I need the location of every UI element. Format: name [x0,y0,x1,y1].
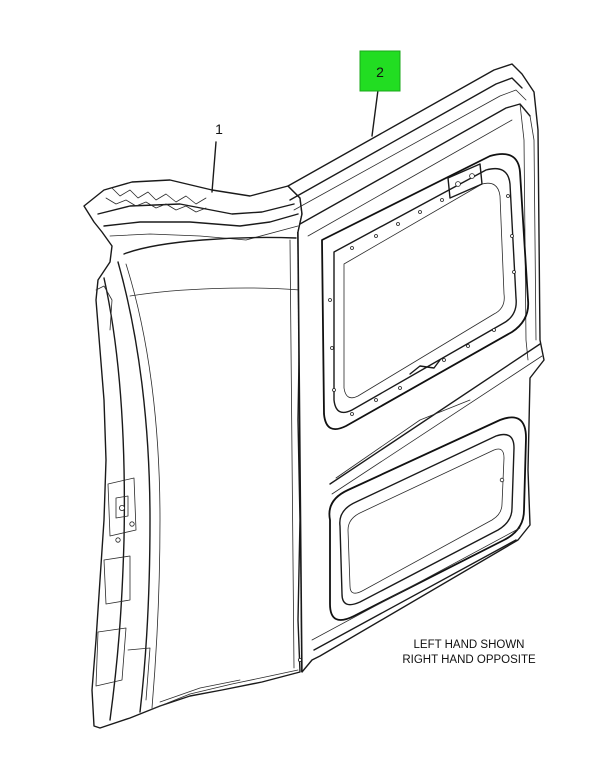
lower-panel-opening [328,416,527,621]
leader-line-2 [371,89,379,137]
note-line-1: LEFT HAND SHOWN [414,639,525,651]
callout-1-label[interactable]: 1 [215,121,223,137]
note-line-2: RIGHT HAND OPPOSITE [402,654,536,666]
leader-line-1 [211,141,217,193]
part-1-rear-corner-panel [83,179,313,729]
callout-2-highlight-box[interactable] [359,50,401,92]
callout-2-label[interactable]: 2 [376,64,384,80]
callout-2[interactable]: 2 [359,50,401,92]
part-2-side-panel [287,63,545,673]
upper-window-opening [321,153,530,430]
